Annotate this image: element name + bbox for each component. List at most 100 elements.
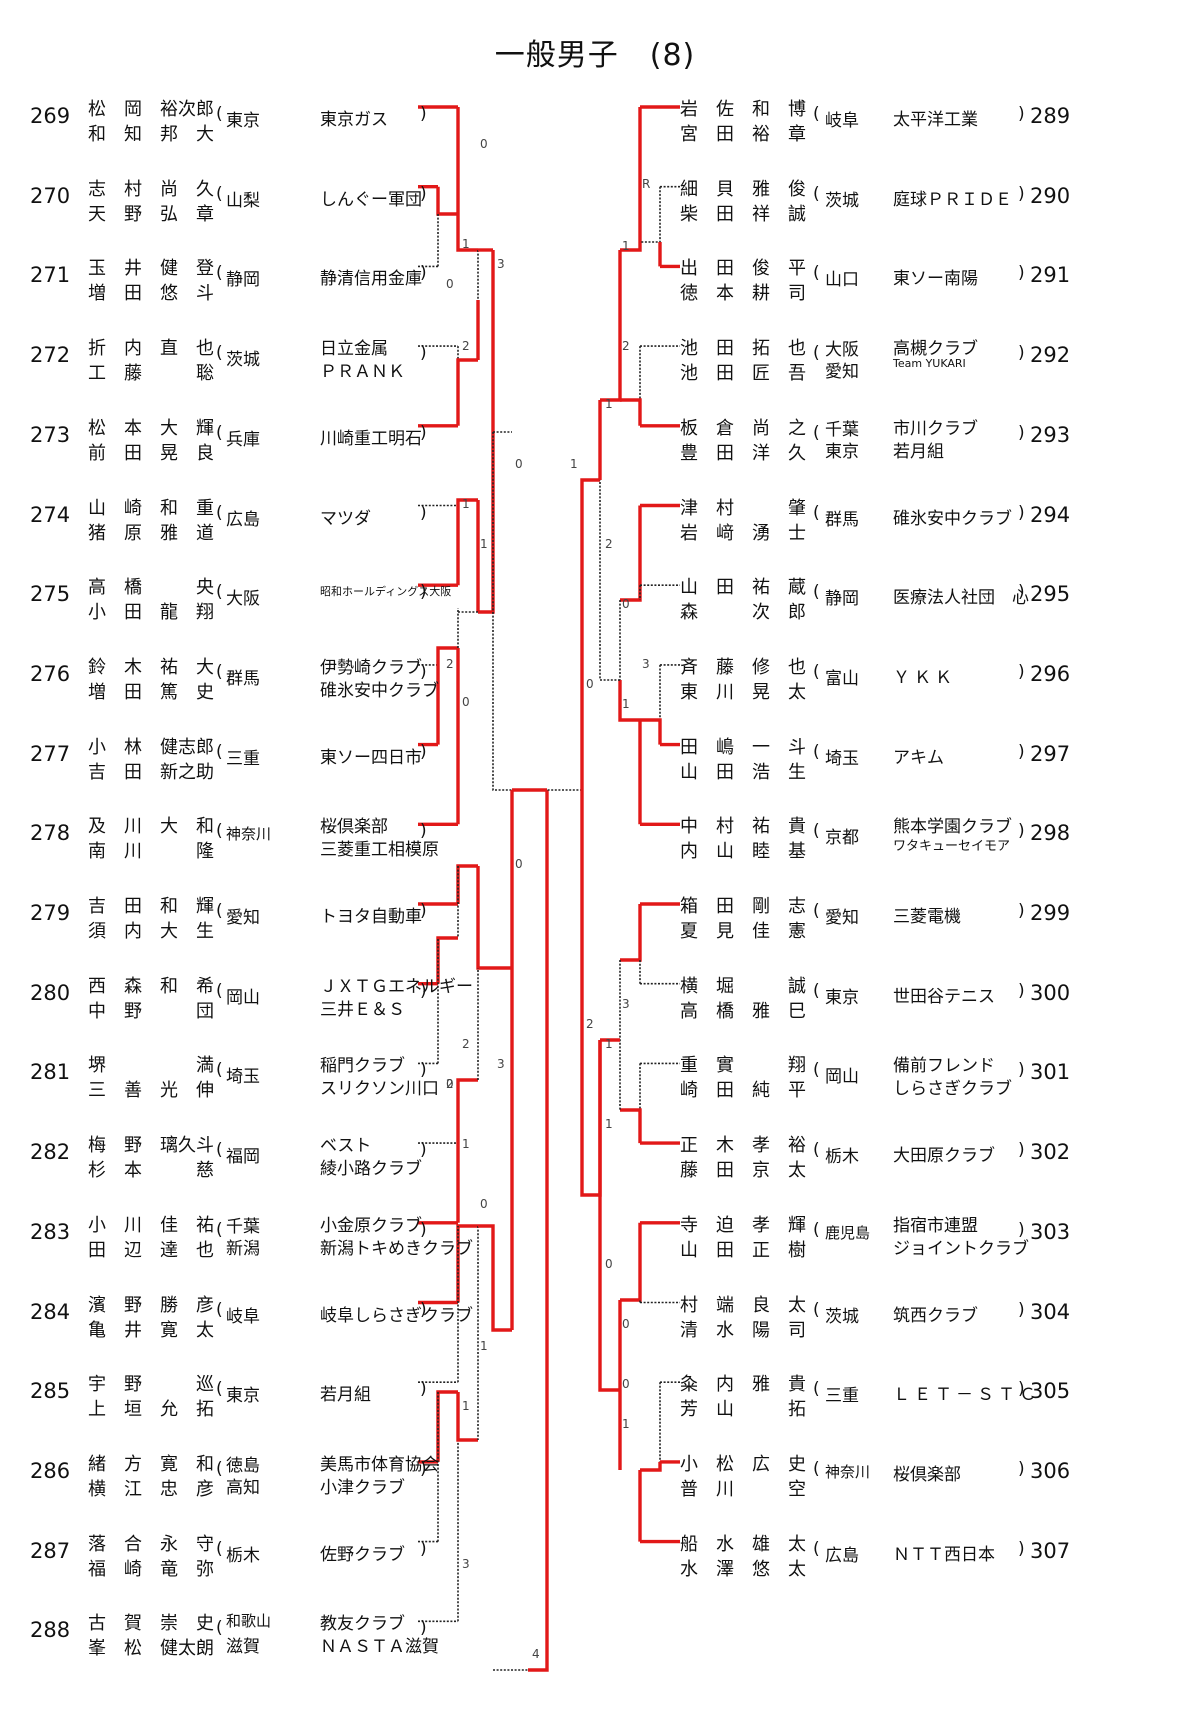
close-paren: ) <box>420 343 427 364</box>
match-score: R <box>642 177 650 191</box>
club-name: ワタキューセイモア <box>893 839 1011 855</box>
player-name: 正 木 孝 裕 <box>680 1135 806 1157</box>
player-name: 柴 田 祥 誠 <box>680 203 806 225</box>
match-score: 2 <box>622 339 630 353</box>
match-score: 1 <box>570 457 578 471</box>
winner-line <box>640 1461 662 1472</box>
prefecture: 群馬 <box>226 668 260 689</box>
player-name: 小 田 龍 翔 <box>88 602 214 624</box>
close-paren: ) <box>420 1140 427 1161</box>
entry-number: 286 <box>30 1458 71 1483</box>
open-paren: ( <box>216 502 223 523</box>
open-paren: ( <box>216 1538 223 1559</box>
club-name: 三菱電機 <box>893 907 961 927</box>
club-name: ＬＥＴ－ＳＴＣ <box>893 1385 1040 1406</box>
player-name: 猪 原 雅 道 <box>88 522 214 544</box>
prefecture: 茨城 <box>226 350 260 371</box>
prefecture: 東京 <box>825 441 859 462</box>
entry-number: 305 <box>1030 1379 1071 1404</box>
prefecture: 兵庫 <box>226 429 260 450</box>
club-name: 小津クラブ <box>320 1477 405 1498</box>
entry-number: 303 <box>1030 1219 1071 1244</box>
open-paren: ( <box>813 1299 820 1320</box>
player-name: 岩 﨑 湧 士 <box>680 522 806 544</box>
club-name: 新潟トキめきクラブ <box>320 1238 473 1259</box>
match-score: 3 <box>462 1557 470 1571</box>
player-name: 鈴 木 祐 大 <box>88 656 214 678</box>
entry-number: 280 <box>30 980 71 1005</box>
club-name: 指宿市連盟 <box>893 1215 978 1236</box>
entry-number: 295 <box>1030 582 1071 607</box>
winner-line <box>618 680 640 722</box>
prefecture: 徳島 <box>226 1455 260 1476</box>
player-name: 高 橋 央 <box>88 577 214 599</box>
prefecture: 群馬 <box>825 509 859 530</box>
entry-number: 287 <box>30 1538 71 1563</box>
prefecture: 東京 <box>825 987 859 1008</box>
player-name: 津 村 肇 <box>680 497 806 519</box>
prefecture: 三重 <box>825 1386 859 1407</box>
match-score: 2 <box>586 1017 594 1031</box>
prefecture: 山梨 <box>226 190 260 211</box>
player-name: 折 内 直 也 <box>88 338 214 360</box>
player-name: 宮 田 裕 章 <box>680 124 806 145</box>
club-name: 美馬市体育協会 <box>320 1454 439 1475</box>
player-name: 吉 田 新之助 <box>88 761 214 783</box>
entry-number: 285 <box>30 1379 71 1404</box>
match-score: 0 <box>515 857 523 871</box>
player-name: 細 貝 雅 俊 <box>680 178 806 200</box>
entry-number: 289 <box>1030 104 1071 128</box>
club-name: ＹＫＫ <box>893 667 956 688</box>
match-score: 3 <box>497 257 505 271</box>
prefecture: 東京 <box>226 111 260 131</box>
club-name: 庭球ＰＲＩＤＥ <box>893 189 1012 210</box>
player-name: 中 村 祐 貴 <box>680 816 806 838</box>
club-name: 備前フレンド <box>893 1056 995 1077</box>
winner-line <box>456 1078 478 1223</box>
club-name: 市川クラブ <box>893 418 978 439</box>
close-paren: ) <box>1018 1060 1025 1081</box>
player-name: 森 次 郎 <box>680 602 806 624</box>
entry-number: 270 <box>30 183 71 208</box>
club-name: 若月組 <box>320 1385 371 1406</box>
close-paren: ) <box>1018 980 1025 1001</box>
bracket-line <box>492 432 512 791</box>
open-paren: ( <box>813 1458 820 1479</box>
player-name: 亀 井 寛 太 <box>88 1319 214 1341</box>
player-name: 山 田 浩 生 <box>680 761 806 783</box>
match-score: 0 <box>622 597 630 611</box>
open-paren: ( <box>813 1060 820 1081</box>
close-paren: ) <box>420 502 427 523</box>
prefecture: 栃木 <box>825 1147 859 1168</box>
open-paren: ( <box>216 582 223 603</box>
open-paren: ( <box>813 502 820 523</box>
prefecture: 京都 <box>825 828 859 849</box>
player-name: 堺 満 <box>88 1055 214 1077</box>
open-paren: ( <box>216 343 223 364</box>
open-paren: ( <box>216 1299 223 1320</box>
entry-number: 281 <box>30 1060 71 1085</box>
club-name: 稲門クラブ <box>320 1056 405 1077</box>
prefecture: 千葉 <box>226 1216 260 1237</box>
winner-line <box>528 790 549 1672</box>
prefecture: 岡山 <box>825 1067 859 1088</box>
prefecture: 山口 <box>825 270 859 291</box>
close-paren: ) <box>420 661 427 682</box>
prefecture: 埼玉 <box>825 748 859 769</box>
match-score: 1 <box>605 1037 613 1051</box>
club-name: Team YUKARI <box>893 357 966 371</box>
club-name: ジョイントクラブ <box>893 1238 1029 1259</box>
entry-number: 279 <box>30 901 71 925</box>
open-paren: ( <box>216 183 223 204</box>
close-paren: ) <box>1018 1538 1025 1559</box>
player-name: 崎 田 純 平 <box>680 1080 806 1102</box>
